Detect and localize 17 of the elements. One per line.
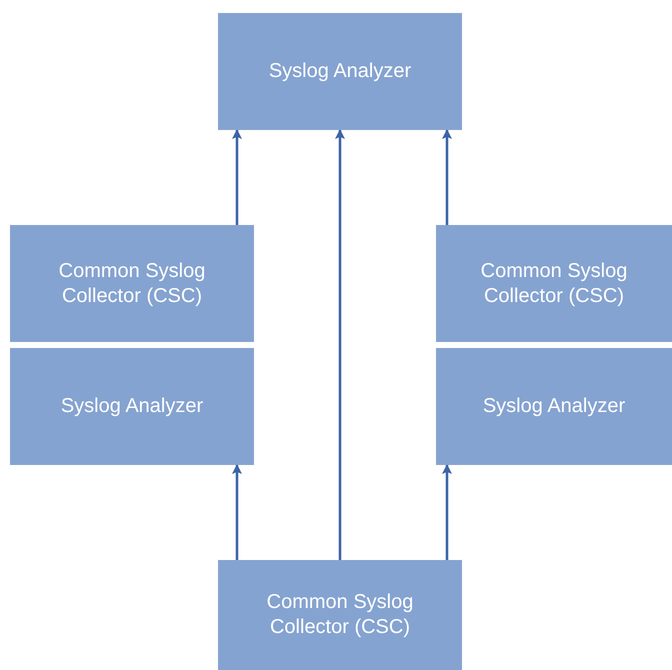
box-label: Syslog Analyzer <box>60 394 204 419</box>
process-box <box>10 348 254 465</box>
process-box <box>218 560 462 670</box>
arrow <box>442 464 452 560</box>
arrow <box>232 464 242 560</box>
box-label: Syslog Analyzer <box>482 394 626 419</box>
box-label: Syslog Analyzer <box>268 59 412 84</box>
process-box <box>10 225 254 342</box>
arrow <box>335 129 345 560</box>
box-label: Common Syslog Collector (CSC) <box>480 258 628 308</box>
process-box <box>436 225 672 342</box>
arrow <box>232 129 242 225</box>
arrow <box>442 129 452 225</box>
box-label: Common Syslog Collector (CSC) <box>58 258 206 308</box>
process-box <box>218 13 462 130</box>
process-box <box>436 348 672 465</box>
box-label: Common Syslog Collector (CSC) <box>266 590 414 640</box>
